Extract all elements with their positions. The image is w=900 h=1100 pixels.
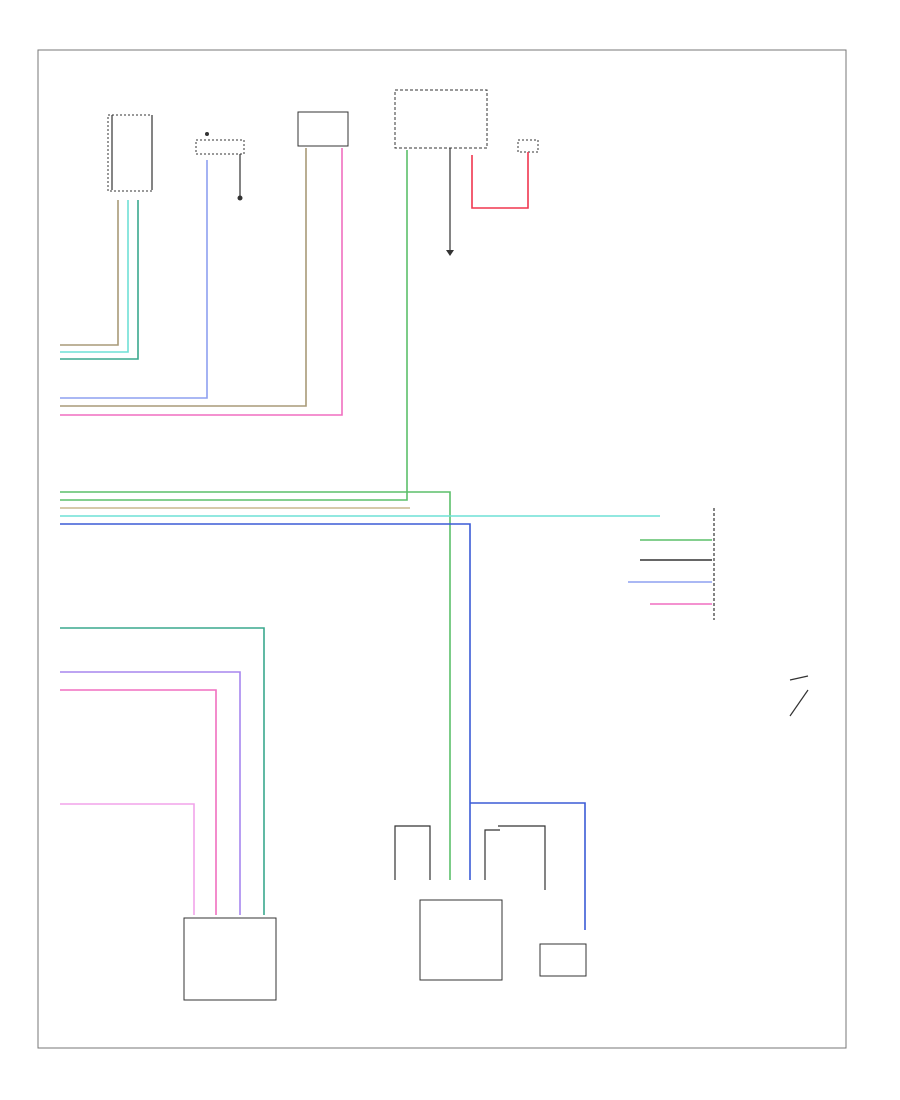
wire-cluster-blue	[60, 160, 208, 399]
module-component	[297, 111, 349, 147]
accel-module	[539, 943, 587, 977]
wire-low-magenta	[60, 803, 195, 915]
wire-low-pink	[60, 689, 217, 915]
wire-module-pink	[60, 148, 343, 416]
wire-trans-green	[60, 150, 408, 501]
wire-left-cyan2	[60, 200, 139, 360]
transmission-component	[394, 89, 488, 256]
wire-left-brown	[60, 200, 119, 346]
right-top-connector	[517, 139, 539, 153]
brake-module	[394, 825, 546, 981]
right-sensor	[789, 675, 809, 717]
diagram-frame	[37, 49, 847, 1049]
left-top-component	[107, 114, 153, 192]
accel-sensor	[183, 917, 277, 1001]
wire-low-violet	[60, 671, 241, 915]
wire-low-teal	[60, 627, 265, 915]
wire-left-cyan1	[60, 200, 129, 353]
wire-bus-green	[60, 491, 451, 880]
wire-trans-red	[471, 152, 529, 209]
wire-brake-blue	[470, 802, 586, 930]
cluster-component	[195, 132, 245, 201]
wire-bus-blue	[60, 523, 471, 880]
wire-module-brown	[60, 148, 307, 407]
